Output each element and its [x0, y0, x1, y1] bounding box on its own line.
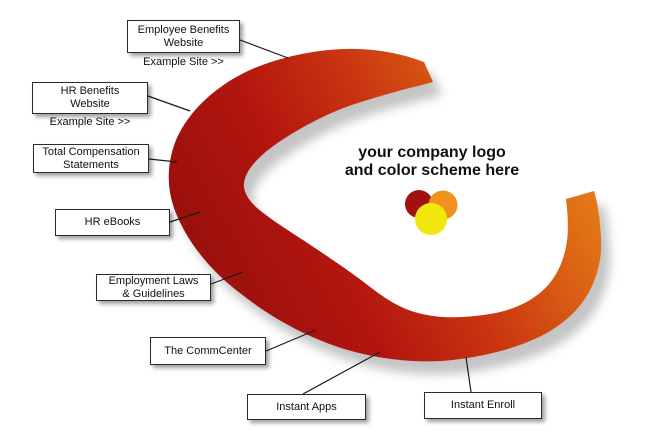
label-box-instant-apps[interactable]: Instant Apps [247, 394, 366, 420]
label-box-the-commcenter[interactable]: The CommCenter [150, 337, 266, 365]
label-box-hr-benefits-website[interactable]: HR Benefits Website [32, 82, 148, 114]
company-logo-dots [405, 190, 458, 235]
connector-hr-benefits [147, 95, 191, 112]
label-box-employee-benefits-website[interactable]: Employee Benefits Website [127, 20, 240, 53]
logo-circle-yellow [415, 203, 447, 235]
label-text: & Guidelines [122, 287, 185, 300]
connector-instant-enroll [465, 356, 472, 393]
label-text: HR eBooks [84, 216, 141, 228]
label-text: HR Benefits [60, 85, 120, 97]
connector-employment-laws [210, 271, 244, 285]
label-box-instant-enroll[interactable]: Instant Enroll [424, 392, 542, 419]
center-headline-line1: your company logo [358, 144, 506, 161]
connector-total-compensation [148, 158, 178, 163]
label-text: Website [70, 98, 110, 110]
label-text: Employee Benefits [137, 23, 230, 36]
label-text: Employment Laws [108, 274, 199, 287]
label-text: Total Compensation [42, 145, 140, 158]
connector-instant-apps [302, 351, 381, 395]
label-text: Instant Apps [276, 400, 337, 413]
label-text: Instant Enroll [450, 399, 516, 411]
example-site-link-employee-benefits[interactable]: Example Site >> [143, 56, 224, 68]
label-text: Statements [63, 158, 119, 171]
center-headline-line2: and color scheme here [344, 162, 520, 179]
label-box-total-compensation-statements[interactable]: Total Compensation Statements [33, 144, 149, 173]
connector-lines [147, 39, 472, 395]
connector-hr-ebooks [169, 211, 201, 223]
label-text: Website [163, 36, 204, 49]
label-box-employment-laws-guidelines[interactable]: Employment Laws & Guidelines [96, 274, 211, 301]
connector-commcenter [265, 329, 317, 352]
center-headline: your company logo and color scheme here [326, 144, 538, 180]
label-box-hr-ebooks[interactable]: HR eBooks [55, 209, 170, 236]
example-site-link-hr-benefits[interactable]: Example Site >> [49, 116, 131, 128]
label-text: The CommCenter [164, 344, 252, 357]
connector-employee-benefits [239, 39, 289, 59]
